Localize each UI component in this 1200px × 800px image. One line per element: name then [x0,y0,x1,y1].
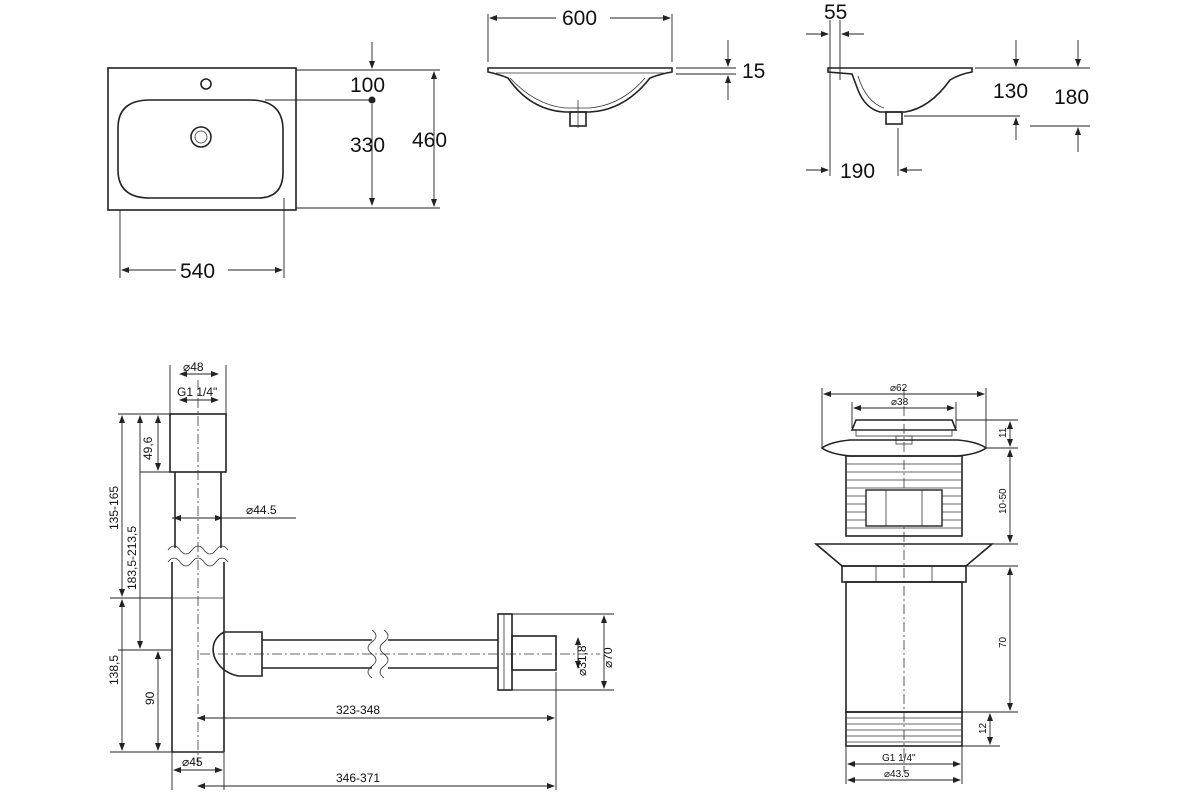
dim-70: ⌀70 [601,647,615,668]
drain-thread-label: G1 1/4" [882,753,916,764]
dim-600: 600 [562,7,597,30]
siphon-drawing: ⌀48 G1 1/4" 49,6 135-165 183,5-213,5 ⌀44… [107,360,615,790]
basin-side-outlet [885,111,903,125]
basin-front-view: 600 15 [487,7,765,128]
dim-70: 70 [998,636,1009,648]
basin-bowl [117,99,284,199]
dim-540: 540 [180,260,215,283]
dim-62: ⌀62 [890,383,908,394]
dim-323-348: 323-348 [336,703,380,717]
drain-bottom-thread [845,711,963,747]
dim-346-371: 346-371 [336,771,380,785]
dim-460: 460 [412,129,447,152]
dim-49-6: 49,6 [141,436,155,460]
dim-11: 11 [998,427,1009,438]
drain-inner-sleeve [865,489,943,527]
basin-side-view: 55 130 180 190 [806,1,1090,183]
dim-190: 190 [840,160,875,183]
dim-138-5: 138,5 [107,655,121,685]
tap-hole [200,78,212,90]
dim-10-50: 10-50 [998,488,1009,514]
dim-183-213: 183,5-213,5 [125,526,139,590]
siphon-wall-flange [497,613,513,691]
dim-31-8: ⌀31,8 [575,645,589,676]
basin-front-profile [487,67,673,113]
basin-outline [107,67,297,211]
basin-side-profile [827,67,973,113]
dim-135-165: 135-165 [107,486,121,530]
dim-45: ⌀45 [182,755,203,769]
dim-100: 100 [350,74,385,97]
siphon-outlet-nut [212,631,263,677]
dim-44-5: ⌀44.5 [246,503,277,517]
siphon-wall-pipe [511,635,557,671]
drain-valve-drawing: ⌀62 ⌀38 11 10-50 70 12 G1 1/4" ⌀43.5 [813,383,1018,784]
dim-55: 55 [824,1,847,24]
dim-48: ⌀48 [183,360,204,374]
dim-12: 12 [978,722,989,734]
dim-180: 180 [1054,86,1089,109]
dim-130: 130 [993,80,1028,103]
dim-43-5: ⌀43.5 [884,769,910,780]
dim-90: 90 [143,691,157,705]
dim-38: ⌀38 [891,397,909,408]
dim-15: 15 [742,60,765,83]
siphon-thread-label: G1 1/4" [177,385,217,399]
dim-330: 330 [350,134,385,157]
drain-hole [190,126,212,148]
basin-top-view: 100 330 460 540 [107,42,447,283]
